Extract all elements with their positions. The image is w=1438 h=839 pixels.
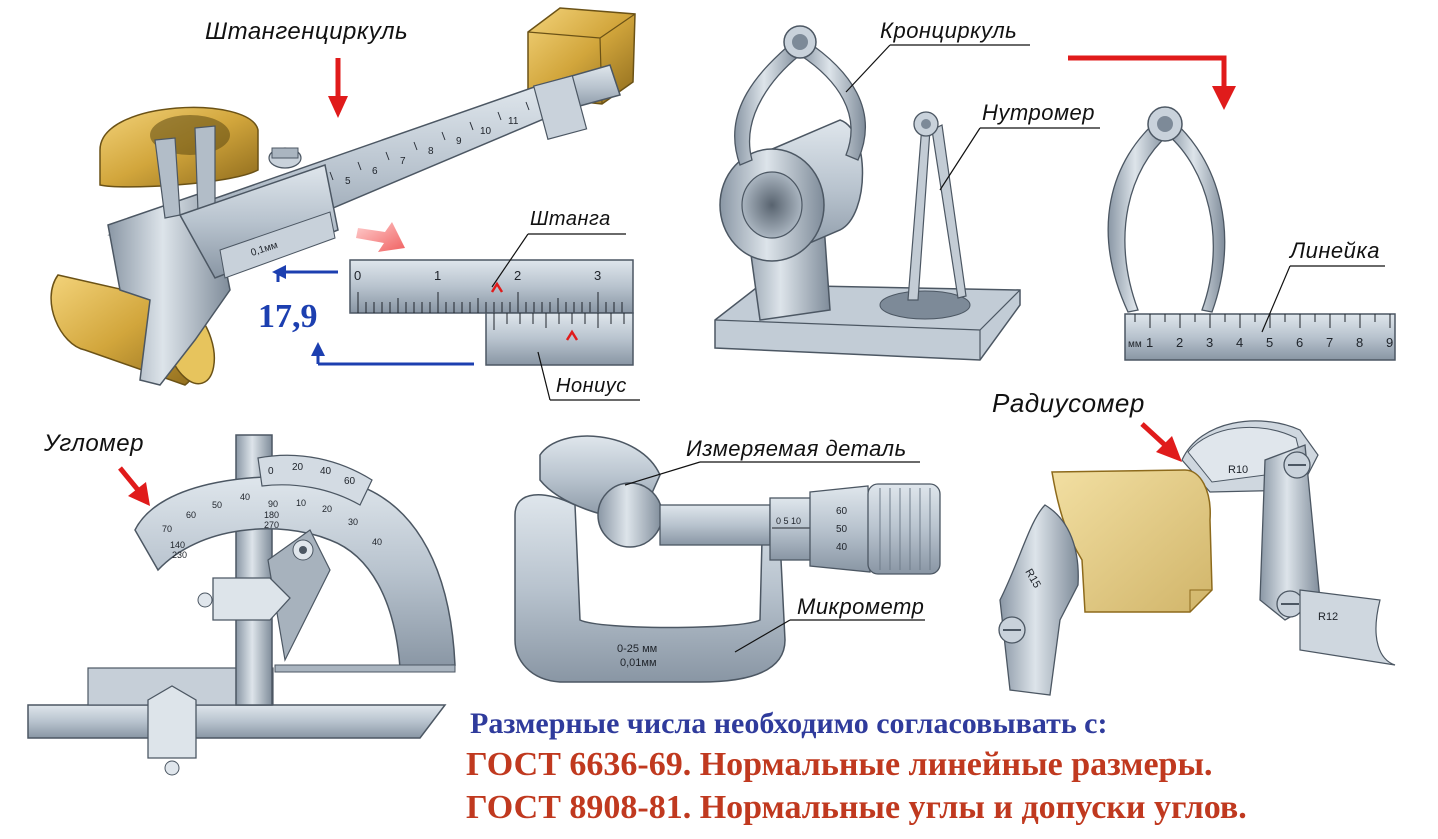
caliper-drawing: 0 1 2 3 4 5 6 7 8 9 10 11 0,1мм [50,7,636,386]
protractor-number: 180 [264,510,279,520]
ruler-number: 5 [1266,335,1273,350]
protractor-number: 70 [162,524,172,534]
label-outside-calipers: Кронциркуль [880,18,1018,43]
micrometer-sleeve-scale: 0 5 10 [776,516,801,526]
label-ruler: Линейка [1290,238,1381,263]
zoom-number: 3 [594,268,601,283]
ruler-caliper-drawing: мм 1 2 3 4 5 6 7 8 9 [1107,106,1396,361]
transfer-arrow [1068,55,1236,110]
note-line-2: ГОСТ 6636-69. Нормальные линейные размер… [466,746,1213,783]
protractor-number: 10 [296,498,306,508]
protractor-number: 20 [322,504,332,514]
protractor-number: 40 [240,492,250,502]
micrometer-range: 0-25 мм [617,643,657,655]
ruler-number: 9 [1386,335,1393,350]
protractor-number: 60 [186,510,196,520]
label-inside-calipers: Нутромер [982,100,1095,125]
zoom-number: 0 [354,268,361,283]
caliper-bar-number: 9 [456,136,462,147]
ruler-number: 2 [1176,335,1183,350]
protractor-vernier-number: 40 [320,466,332,477]
uglomer-drawing: 0 20 40 60 70 60 50 40 90 180 270 10 20 … [27,434,456,776]
note-line-1: Размерные числа необходимо согласовывать… [470,707,1108,740]
protractor-vernier-number: 60 [344,476,356,487]
thimble-number: 60 [836,506,848,517]
ruler-number: 7 [1326,335,1333,350]
ruler-number: 3 [1206,335,1213,350]
label-protractor: Угломер [44,430,144,457]
caliper-bar-number: 11 [508,116,519,127]
caliper-bar-number: 8 [428,146,434,157]
ruler-unit: мм [1128,339,1142,350]
label-micrometer: Микрометр [797,594,925,619]
caliper-bar-number: 6 [372,166,378,177]
thimble-number: 50 [836,524,848,535]
ruler-number: 1 [1146,335,1153,350]
ruler-number: 6 [1296,335,1303,350]
protractor-number: 230 [172,550,187,560]
thimble-number: 40 [836,542,848,553]
caliper-bar-number: 7 [400,156,406,167]
protractor-number: 30 [348,517,358,527]
label-caliper: Штангенциркуль [205,18,409,45]
ruler-number: 8 [1356,335,1363,350]
label-vernier: Нониус [556,375,627,397]
zoom-number: 1 [434,268,441,283]
note-line-3: ГОСТ 8908-81. Нормальные углы и допуски … [466,789,1247,826]
micrometer-step: 0,01мм [620,657,657,669]
caliper-zoom-scale: 0 1 2 3 [272,233,640,401]
ruler-number: 4 [1236,335,1243,350]
protractor-number: 140 [170,540,185,550]
caliper-bar-number: 10 [480,126,492,137]
label-measured-part: Измеряемая деталь [686,436,907,461]
label-caliper-bar: Штанга [530,208,611,230]
caliper-bar-number: 5 [345,176,351,187]
radiusomer-drawing: R10 R12 R15 [998,420,1396,696]
label-radius-gauge: Радиусомер [992,388,1145,418]
protractor-number: 50 [212,500,222,510]
kroncirkul-drawing [714,25,1100,361]
protractor-number: 90 [268,499,278,509]
radius-mark: R10 [1228,464,1248,476]
protractor-vernier-number: 20 [292,462,304,473]
protractor-number: 40 [372,537,382,547]
protractor-number: 270 [264,520,279,530]
protractor-vernier-number: 0 [268,466,274,477]
zoom-number: 2 [514,268,521,283]
radius-mark: R12 [1318,611,1338,623]
reading-value: 17,9 [258,298,318,335]
micrometer-drawing: 0 5 10 60 50 40 0-25 мм 0,01мм [514,435,941,683]
